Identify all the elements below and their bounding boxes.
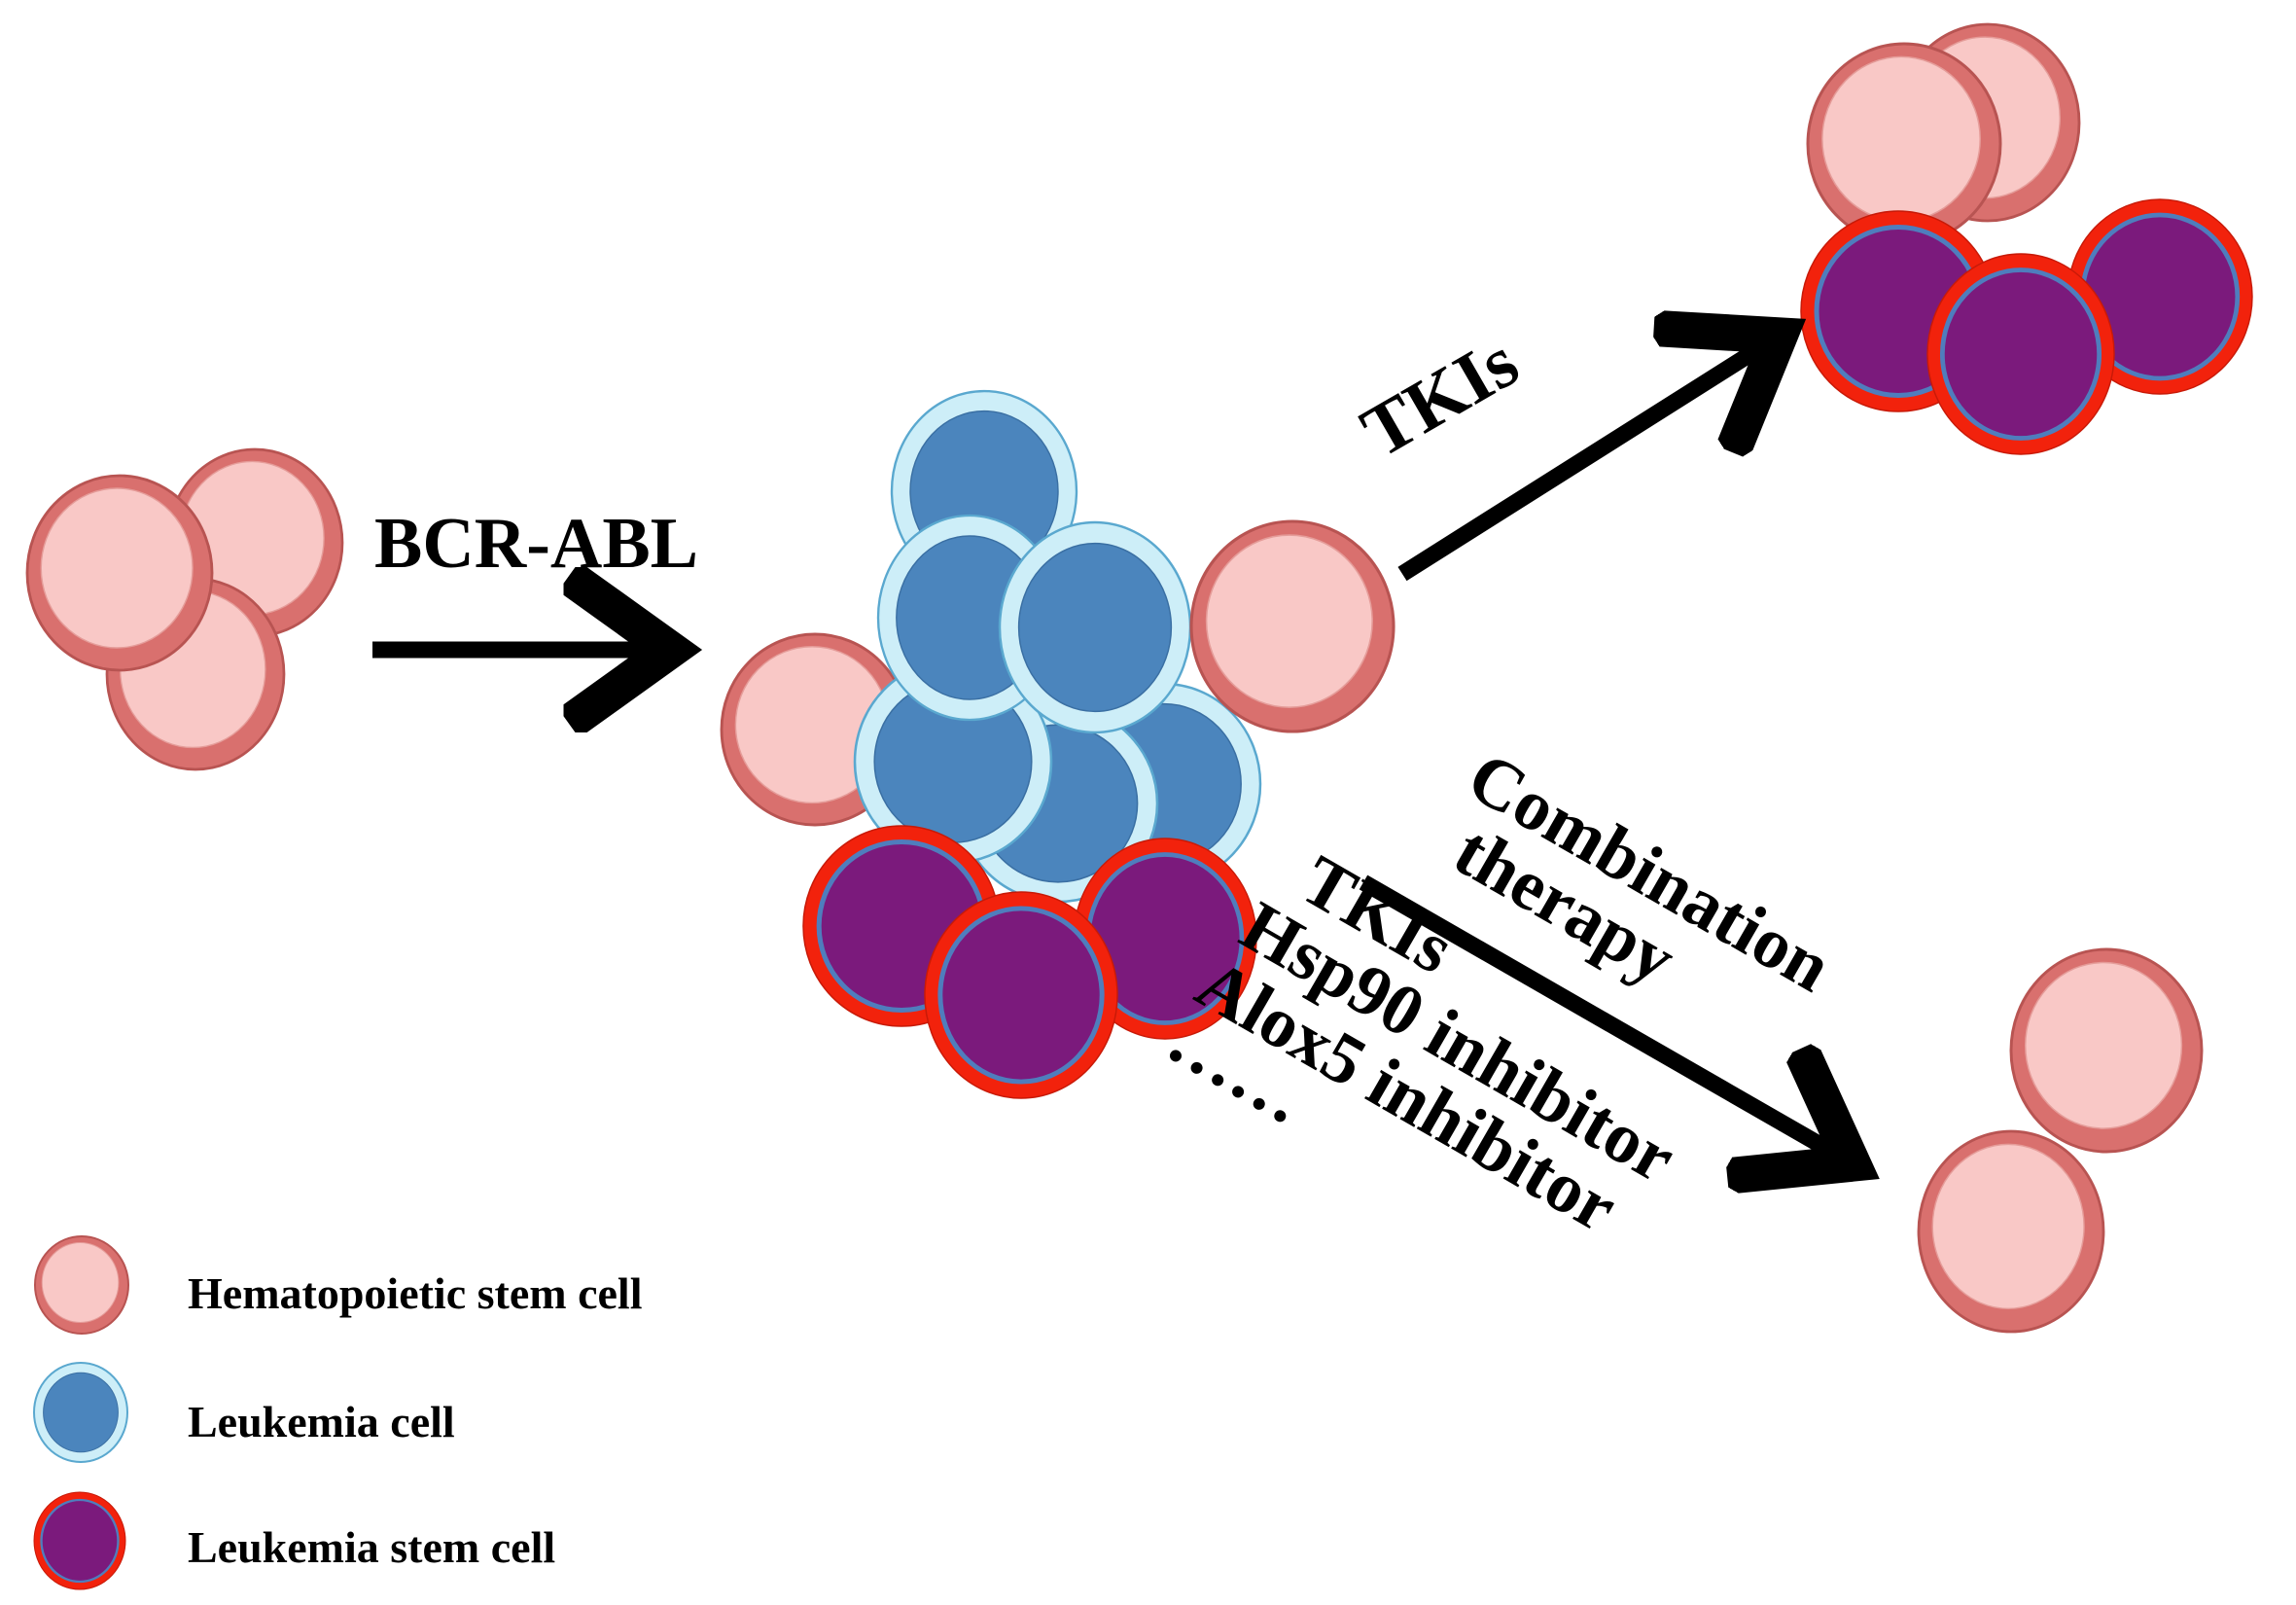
legend-item-hematopoietic-stem-cell: Hematopoietic stem cell <box>34 1235 642 1335</box>
mixed-leukemia-cell-cluster <box>720 389 1395 1099</box>
hematopoietic-stem-cell <box>34 1235 129 1335</box>
tkis-arrow <box>1397 336 1780 582</box>
hematopoietic-stem-cell <box>1806 42 2002 246</box>
leukemia-stem-cell <box>33 1491 126 1590</box>
hematopoietic-stem-cell <box>1189 519 1395 733</box>
leukemia-stem-cell <box>924 891 1118 1099</box>
legend-leukemia-cell-label: Leukemia cell <box>188 1397 455 1446</box>
leukemia-stem-cell <box>1073 838 1257 1040</box>
leukemia-stem-cell <box>1926 253 2115 455</box>
arrows <box>372 336 1853 1163</box>
hematopoietic-stem-cell <box>25 474 214 672</box>
legend-leukemia-cell-icon <box>33 1362 128 1463</box>
healthy-stem-cell-cluster <box>25 447 344 771</box>
bcr-abl-label: BCR-ABL <box>374 504 698 584</box>
tki-surviving-cell-cluster <box>1800 22 2253 455</box>
leukemia-cell <box>998 520 1192 734</box>
leukemia-cell <box>33 1362 128 1463</box>
legend: Hematopoietic stem cell Leukemia cell Le… <box>33 1235 642 1590</box>
combination-therapy-result-cluster <box>1917 947 2204 1334</box>
combination-therapy-arrow <box>1359 874 1853 1163</box>
hematopoietic-stem-cell <box>1917 1129 2105 1334</box>
hematopoietic-stem-cell <box>2009 947 2204 1154</box>
legend-hematopoietic-stem-cell-icon <box>34 1235 129 1335</box>
legend-leukemia-stem-cell-icon <box>33 1491 126 1590</box>
hematopoietic-stem-cell <box>720 632 910 827</box>
tkis-upper-label: TKIs <box>1349 320 1532 473</box>
legend-leukemia-stem-cell-label: Leukemia stem cell <box>188 1522 555 1572</box>
legend-item-leukemia-stem-cell: Leukemia stem cell <box>33 1491 555 1590</box>
legend-hematopoietic-stem-cell-label: Hematopoietic stem cell <box>188 1268 642 1318</box>
legend-item-leukemia-cell: Leukemia cell <box>33 1362 455 1463</box>
